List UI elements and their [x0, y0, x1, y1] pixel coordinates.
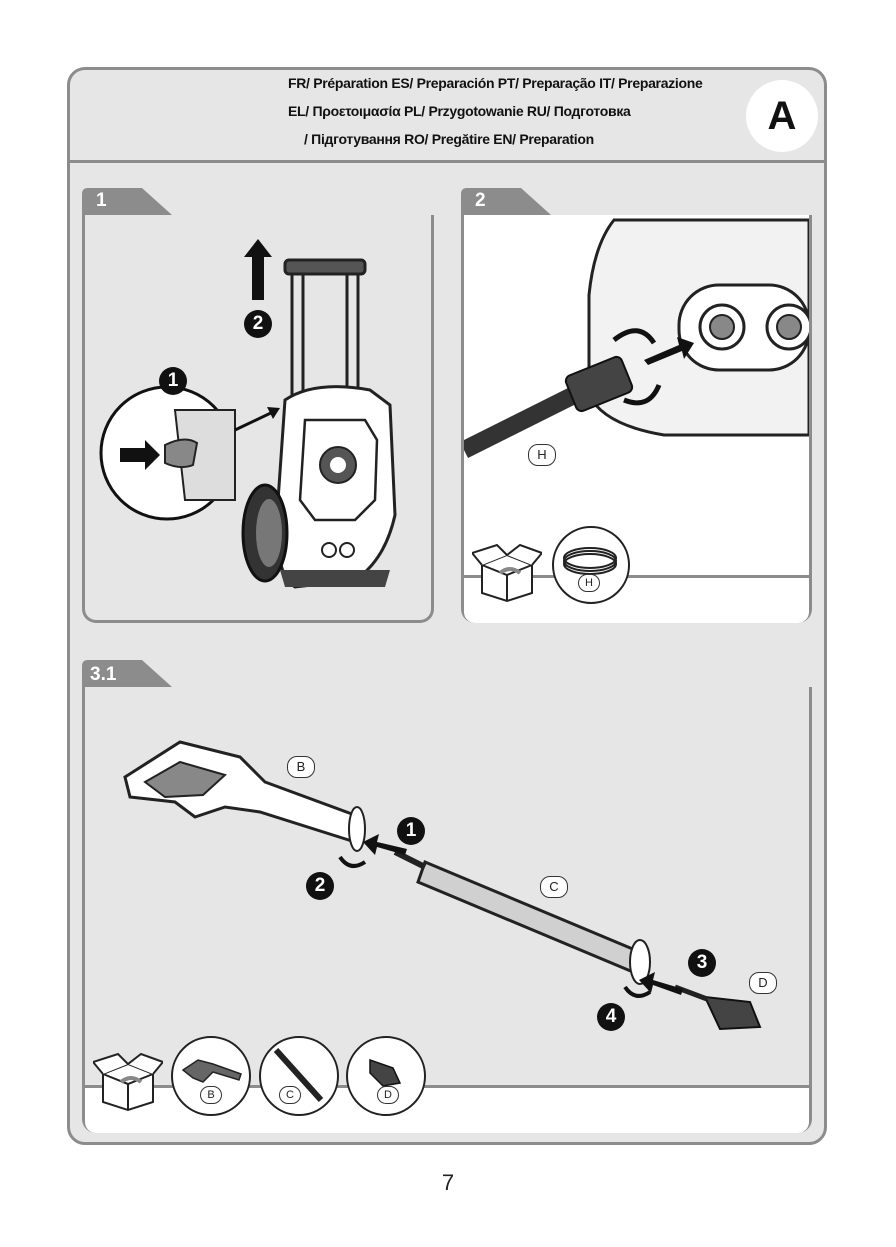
part-label-b: B	[287, 756, 315, 778]
part-label-h: H	[528, 444, 556, 466]
thumb-label-b: B	[200, 1086, 222, 1104]
panel-1-step-1: 1	[159, 367, 187, 395]
washer-illustration	[85, 215, 431, 620]
header-line-1: FR/ Préparation ES/ Preparación PT/ Prep…	[288, 75, 702, 91]
hose-connection-illustration	[464, 215, 809, 575]
page-number: 7	[0, 1170, 896, 1196]
panel-2-tab	[461, 188, 812, 218]
lance-thumbnail	[259, 1036, 339, 1116]
lance-icon	[261, 1038, 336, 1113]
header-separator	[70, 160, 824, 163]
nozzle-thumbnail	[346, 1036, 426, 1116]
panel-1: 1 2	[82, 215, 434, 623]
open-box-icon	[93, 1052, 163, 1112]
panel-2-label: 2	[475, 190, 486, 212]
panel-3: B C D 1 2 3 4 B C D	[82, 687, 812, 1133]
gun-thumbnail	[171, 1036, 251, 1116]
panel-1-label: 1	[96, 190, 107, 212]
panel-3-step-3: 3	[688, 949, 716, 977]
section-badge-letter: A	[746, 80, 818, 152]
panel-1-tab	[82, 188, 434, 218]
gun-lance-illustration	[85, 687, 809, 1057]
section-badge: A	[746, 80, 818, 152]
panel-3-step-2: 2	[306, 872, 334, 900]
up-arrow-icon	[244, 239, 272, 300]
header-line-3: / Підготування RO/ Pregătire EN/ Prepara…	[304, 131, 594, 147]
thumb-label-c: C	[279, 1086, 301, 1104]
panel-3-step-1: 1	[397, 817, 425, 845]
thumb-label-d: D	[377, 1086, 399, 1104]
thumb-label-h: H	[578, 574, 600, 592]
part-label-c: C	[540, 876, 568, 898]
hose-thumbnail	[552, 526, 630, 604]
panel-3-step-4: 4	[597, 1003, 625, 1031]
part-label-d: D	[749, 972, 777, 994]
panel-2: H H	[461, 215, 812, 623]
header-line-2: EL/ Προετοιμασία PL/ Przygotowanie RU/ П…	[288, 103, 631, 119]
panel-1-step-2: 2	[244, 310, 272, 338]
panel-3-label: 3.1	[90, 664, 116, 686]
open-box-icon	[472, 543, 542, 603]
panel-3-tab	[82, 660, 812, 690]
